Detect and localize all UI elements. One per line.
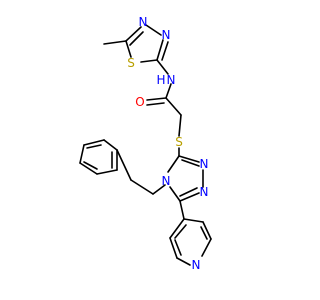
atom-n-triazole-2: N xyxy=(200,185,209,199)
atom-n-triazole-4: N xyxy=(162,174,171,188)
bond-py-1 xyxy=(183,218,204,223)
atom-s-thioether: S xyxy=(175,135,183,149)
bond-c5-n4 xyxy=(169,186,181,202)
bond-n2-c2-double xyxy=(161,41,169,61)
bond-py-3 xyxy=(201,238,212,257)
bond-ph-3 xyxy=(83,139,105,146)
bond-c2-s xyxy=(140,59,158,63)
atom-s-thiadiazole: S xyxy=(127,56,135,70)
bond-py-d2 xyxy=(174,239,182,256)
bond-py-2 xyxy=(202,221,212,240)
bond-c1-n1 xyxy=(125,26,142,42)
bond-py-4 xyxy=(176,257,191,266)
molecule-svg: N N S N H O S N N N N xyxy=(79,15,212,272)
benzyl-group xyxy=(79,139,166,195)
bond-ph-d3 xyxy=(83,161,98,170)
bond-s-c1 xyxy=(125,40,132,58)
bond-c2-nh xyxy=(156,59,169,75)
bond-ph-4 xyxy=(79,144,85,164)
triazole-ring xyxy=(167,155,204,202)
bond-n2-c5 xyxy=(179,192,200,202)
bond-py-d1 xyxy=(200,226,208,240)
atom-n-pyridine: N xyxy=(192,258,201,272)
atom-o-carbonyl: O xyxy=(135,95,144,109)
bond-methyl xyxy=(103,40,127,45)
bond-nh-co xyxy=(165,83,172,99)
bond-co-o xyxy=(146,97,167,101)
bond-c1-n1-double xyxy=(129,31,144,46)
bond-ph-d2 xyxy=(86,144,102,149)
bond-ph-5 xyxy=(79,162,98,175)
bond-c3-n3 xyxy=(178,155,200,163)
atom-n-amide: N xyxy=(167,73,176,87)
bond-co-o-double xyxy=(146,102,165,106)
bond-n2-c2 xyxy=(156,39,164,61)
thiadiazole-ring xyxy=(103,24,169,63)
atom-n-thiadiazole-2: N xyxy=(162,28,171,42)
bond-n2-c5-double xyxy=(179,187,198,197)
atom-n-triazole-3: N xyxy=(200,157,209,171)
molecule-structure-diagram: N N S N H O S N N N N xyxy=(79,15,212,272)
bond-n1-n2 xyxy=(145,24,162,36)
pyridine-ring xyxy=(169,200,212,266)
bond-n4-c3 xyxy=(167,155,180,173)
amide-linker xyxy=(146,59,182,157)
bond-co-ch2 xyxy=(165,97,182,116)
bond-c3-n3-double xyxy=(181,159,200,167)
atom-h-amide: H xyxy=(156,73,165,87)
bond-ph-1 xyxy=(116,149,132,181)
bond-c5-py xyxy=(179,200,185,220)
atom-labels: N N S N H O S N N N N xyxy=(127,15,208,272)
bond-py-d3 xyxy=(174,224,187,239)
atom-n-thiadiazole-1: N xyxy=(139,15,148,29)
bond-n4-ch2 xyxy=(152,184,166,195)
bond-py-6 xyxy=(169,218,185,239)
bond-ph-6 xyxy=(96,169,118,175)
bond-py-5 xyxy=(169,237,178,259)
bond-ch2-s xyxy=(178,114,182,137)
bond-ph-2 xyxy=(103,139,118,151)
bond-ch2-ph xyxy=(130,179,154,195)
